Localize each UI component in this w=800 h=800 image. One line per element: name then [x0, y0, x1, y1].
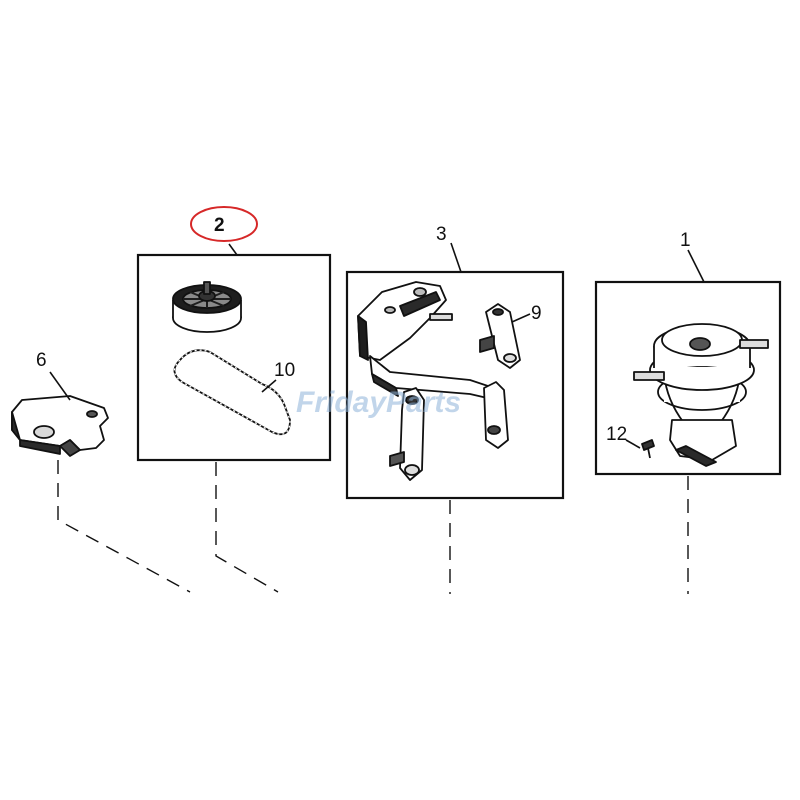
part-idler-arm — [357, 281, 509, 481]
leader-12 — [625, 439, 641, 449]
callout-6: 6 — [36, 350, 47, 371]
leader-1 — [687, 249, 705, 283]
callout-10: 10 — [274, 360, 295, 381]
part-12-screw — [641, 439, 655, 459]
part-9-arm — [479, 303, 521, 369]
part-6-bracket — [11, 395, 109, 457]
callout-2: 2 — [214, 215, 225, 236]
callout-1: 1 — [680, 230, 691, 251]
watermark-logo: FridayParts — [296, 386, 461, 419]
leader-10 — [261, 379, 277, 393]
part-1-clutch — [633, 323, 769, 467]
assembly-lines — [57, 460, 689, 594]
leader-6 — [49, 371, 71, 401]
leader-2 — [228, 243, 238, 256]
callout-3: 3 — [436, 224, 447, 245]
callout-12: 12 — [606, 424, 627, 445]
dashline-6 — [57, 460, 191, 593]
leader-3 — [450, 242, 462, 273]
box-2 — [136, 253, 332, 462]
callout-9: 9 — [531, 303, 542, 324]
dashline-2 — [215, 462, 279, 593]
part-10-belt — [173, 349, 291, 436]
part-pulley — [172, 281, 242, 333]
highlight-circle — [190, 206, 258, 242]
leader-9 — [511, 313, 531, 323]
